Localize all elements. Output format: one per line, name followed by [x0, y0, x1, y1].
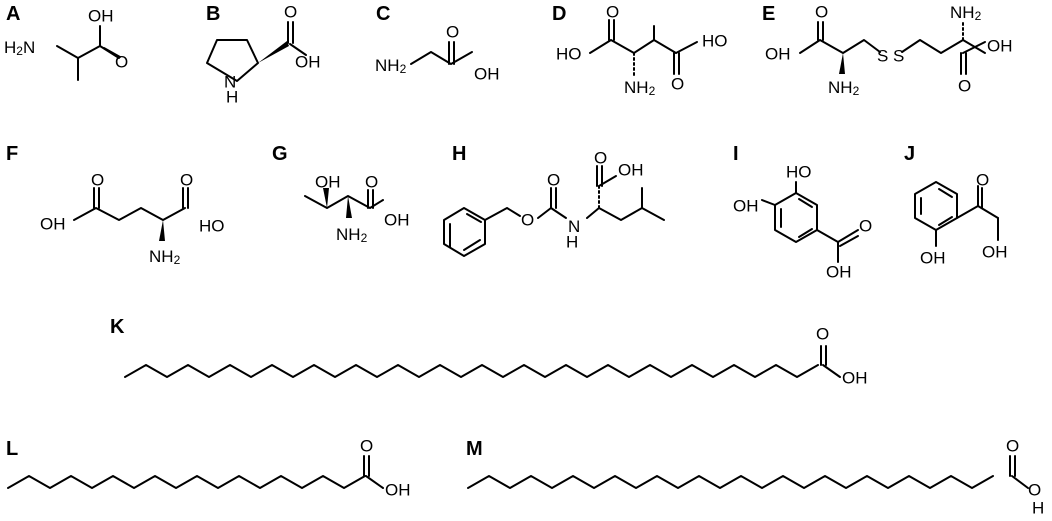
structure-k: K O OH	[110, 316, 868, 388]
panel-label-h: H	[452, 143, 466, 165]
atom-ho-i: HO	[786, 163, 812, 182]
atom-h-h: H	[566, 233, 578, 252]
atom-nh-h: N	[568, 217, 580, 236]
panel-label-i: I	[733, 143, 739, 165]
structure-i: I HO OH O OH	[733, 143, 872, 282]
atom-o-f2: O	[180, 171, 193, 190]
atom-o-l: O	[360, 437, 373, 456]
panel-label-m: M	[466, 438, 483, 460]
structure-d: D HO O O HO NH2	[552, 3, 728, 99]
panel-label-c: C	[376, 3, 390, 25]
atom-oh-g1: OH	[315, 173, 341, 192]
atom-o-b: O	[284, 3, 297, 22]
atom-o-h2: O	[547, 171, 560, 190]
structure-b: B O OH N H	[206, 3, 321, 107]
atom-oh-l: OH	[385, 481, 411, 500]
structure-a: A H2N OH O	[4, 3, 128, 81]
atom-nh2-e2: NH2	[950, 3, 982, 24]
atom-s-e1: S	[877, 47, 888, 66]
atom-nh2-g: NH2	[336, 225, 368, 246]
atom-o-f1: O	[91, 171, 104, 190]
panel-label-d: D	[552, 3, 566, 25]
atom-oh-e2: OH	[987, 37, 1013, 56]
atom-o-g: O	[365, 173, 378, 192]
panel-label-g: G	[272, 143, 288, 165]
atom-h2n-a: H2N	[4, 38, 35, 59]
atom-nh2-e1: NH2	[828, 78, 860, 99]
structure-h: H O O N H O OH	[443, 143, 665, 257]
atom-o-a: O	[115, 53, 128, 72]
structure-j: J OH O OH	[904, 143, 1008, 268]
atom-o-k: O	[816, 325, 829, 344]
atom-o-c: O	[446, 23, 459, 42]
atom-oh-f: OH	[40, 215, 66, 234]
atom-oh-i2: OH	[826, 263, 852, 282]
atom-ho-f: HO	[199, 217, 225, 236]
panel-label-a: A	[6, 3, 20, 25]
atom-ho-d1: HO	[556, 45, 582, 64]
panel-label-b: B	[206, 3, 220, 25]
atom-ho-d2: HO	[702, 32, 728, 51]
atom-oh-i1: OH	[733, 197, 759, 216]
atom-oh-a: OH	[88, 7, 114, 26]
atom-oh-b: OH	[295, 53, 321, 72]
atom-nh2-d: NH2	[624, 78, 656, 99]
atom-o-j: O	[976, 171, 989, 190]
atom-o-m2: O	[1028, 481, 1041, 500]
structure-m: M O O H	[466, 437, 1044, 518]
structure-f: F OH O O HO NH2	[6, 143, 225, 267]
atom-h-m: H	[1032, 499, 1044, 518]
atom-o-d1: O	[606, 3, 619, 22]
atom-o-i: O	[859, 217, 872, 236]
atom-oh-j2: OH	[982, 243, 1008, 262]
atom-nh2-f: NH2	[149, 247, 181, 268]
panel-label-f: F	[6, 143, 18, 165]
atom-h-b: H	[226, 88, 238, 107]
structure-e: E OH O NH2 S S NH2 O OH	[762, 3, 1013, 99]
structure-c: C NH2 O OH	[375, 3, 500, 84]
atom-o-d2: O	[671, 75, 684, 94]
panel-label-k: K	[110, 316, 125, 338]
atom-n-b: N	[224, 73, 236, 92]
atom-o-h1: O	[521, 211, 534, 230]
atom-oh-k: OH	[842, 369, 868, 388]
structure-l: L O OH	[6, 437, 411, 500]
structure-g: G OH O OH NH2	[272, 143, 410, 245]
atom-o-e1: O	[815, 3, 828, 22]
panel-label-j: J	[904, 143, 915, 165]
atom-oh-g2: OH	[384, 211, 410, 230]
atom-o-m: O	[1006, 437, 1019, 456]
panel-label-l: L	[6, 438, 18, 460]
atom-oh-j1: OH	[920, 249, 946, 268]
atom-oh-h: OH	[618, 161, 644, 180]
atom-o-h3: O	[594, 149, 607, 168]
atom-o-e2: O	[958, 77, 971, 96]
atom-oh-e1: OH	[765, 45, 791, 64]
atom-nh2-c: NH2	[375, 56, 407, 77]
panel-label-e: E	[762, 3, 775, 25]
atom-oh-c: OH	[474, 65, 500, 84]
atom-s-e2: S	[893, 47, 904, 66]
